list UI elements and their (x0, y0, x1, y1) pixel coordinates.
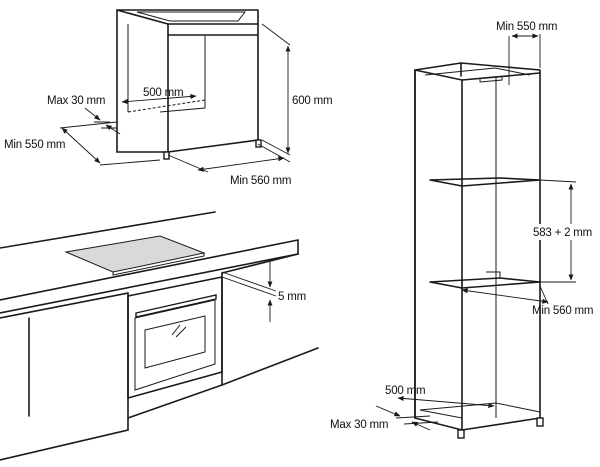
tall-foot-front (457, 429, 465, 439)
under-counter-cabinet (116, 9, 262, 160)
label-gap: 5 mm (278, 291, 306, 303)
label-min-depth: Min 550 mm (4, 139, 65, 151)
shelf-lower (429, 277, 541, 289)
label-tall-min-width: Min 560 mm (532, 305, 593, 317)
oven-handle (135, 294, 217, 318)
label-tall-min-depth: Min 550 mm (496, 21, 557, 33)
tall-unit-dimensions: Min 550 mm 583 + 2 mm Min 560 mm 500 mm … (330, 21, 600, 431)
label-min-width: Min 560 mm (230, 175, 291, 187)
cabinet-foot-right (255, 139, 262, 148)
top-unit-dimensions: 500 mm 600 mm Max 30 mm Min 550 mm Min 5… (4, 23, 333, 187)
hob (64, 235, 206, 273)
built-in-oven (127, 276, 223, 399)
label-depth-opening: 500 mm (143, 87, 183, 99)
tall-foot-right (536, 417, 544, 427)
kitchen-installation: 5 mm (0, 211, 319, 461)
label-niche-height: 583 + 2 mm (533, 227, 592, 239)
label-tall-depth-opening: 500 mm (385, 385, 425, 397)
label-tall-max-gap: Max 30 mm (330, 419, 388, 431)
tall-cabinet (414, 62, 544, 439)
label-max-gap: Max 30 mm (47, 95, 105, 107)
label-height: 600 mm (292, 95, 332, 107)
hob-cutout-top (136, 11, 247, 22)
